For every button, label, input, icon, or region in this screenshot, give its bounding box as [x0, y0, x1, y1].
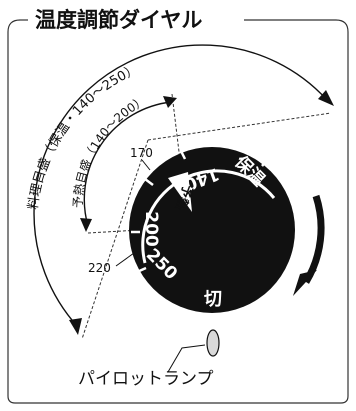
inner-range-arc [83, 101, 172, 227]
rotation-arrow-head [293, 270, 317, 296]
pilot-lamp-icon [206, 329, 220, 357]
preheat-wedge [168, 172, 192, 212]
rotation-arrow-icon [302, 194, 325, 284]
inner-arc-arrow-end [163, 96, 177, 108]
leader-220 [115, 252, 135, 267]
inner-arc-arrow-start [80, 218, 92, 232]
pilot-lamp-leader [167, 344, 206, 373]
dial-mark-off: 切 [204, 289, 222, 310]
outer-arc-arrow-start [69, 318, 82, 335]
title: 温度調節ダイヤル [35, 8, 202, 32]
dial-scale-ticks [131, 150, 269, 274]
tick-label-170: 170 [130, 146, 153, 160]
dial-mark-200: 200 [141, 211, 161, 247]
dashed-guides [81, 93, 332, 340]
tick-label-220: 220 [88, 261, 111, 275]
frame [7, 19, 349, 404]
leader-170 [141, 159, 151, 171]
pilot-lamp-label: パイロットランプ [78, 369, 214, 389]
outer-arc-arrow-end [318, 90, 334, 106]
outer-range-arc [33, 44, 328, 328]
